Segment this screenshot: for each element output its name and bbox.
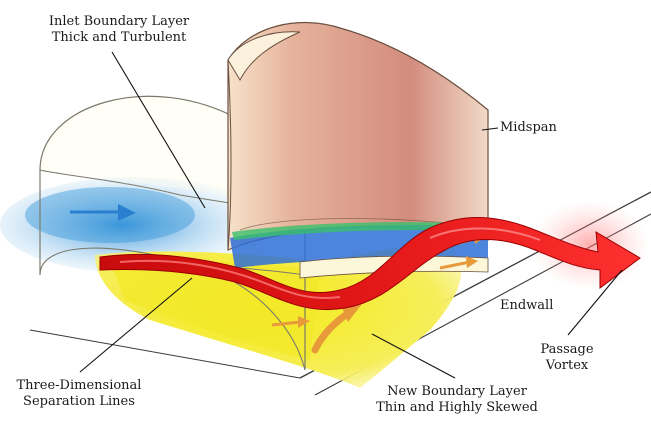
label-inlet-line1: Inlet Boundary Layer bbox=[44, 14, 194, 30]
label-separation-line1: Three-Dimensional bbox=[4, 378, 154, 394]
label-newbl-line2: Thin and Highly Skewed bbox=[372, 400, 542, 416]
label-midspan: Midspan bbox=[500, 120, 557, 136]
label-separation-lines: Three-Dimensional Separation Lines bbox=[4, 378, 154, 410]
label-passage-vortex: Passage Vortex bbox=[532, 342, 602, 374]
label-separation-line2: Separation Lines bbox=[4, 394, 154, 410]
label-endwall: Endwall bbox=[500, 298, 553, 314]
label-newbl-line1: New Boundary Layer bbox=[372, 384, 542, 400]
label-passage-line2: Vortex bbox=[532, 358, 602, 374]
label-new-boundary-layer: New Boundary Layer Thin and Highly Skewe… bbox=[372, 384, 542, 416]
label-inlet-line2: Thick and Turbulent bbox=[44, 30, 194, 46]
label-passage-line1: Passage bbox=[532, 342, 602, 358]
label-inlet-boundary-layer: Inlet Boundary Layer Thick and Turbulent bbox=[44, 14, 194, 46]
